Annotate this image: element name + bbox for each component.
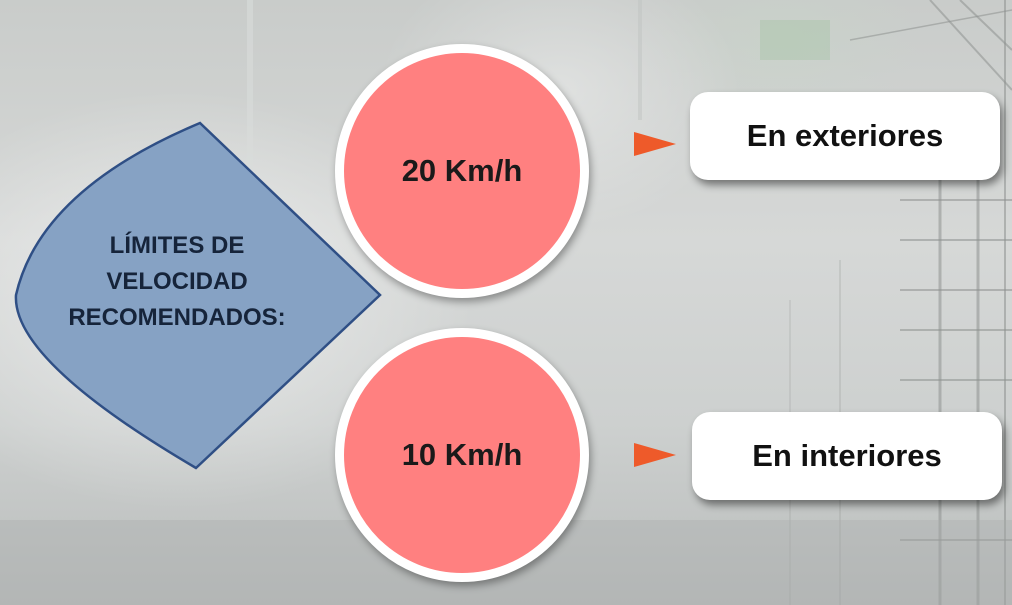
title-line-2: VELOCIDAD (106, 268, 248, 295)
location-box-outdoor: En exteriores (690, 92, 1000, 180)
arrow-right-icon (634, 443, 676, 467)
location-label-outdoor: En exteriores (746, 118, 944, 153)
location-box-indoor: En interiores (692, 412, 1002, 500)
speed-value-indoor: 10 Km/h (401, 437, 523, 472)
speed-circle-outdoor: 20 Km/h (335, 44, 589, 298)
speed-value-outdoor: 20 Km/h (401, 153, 523, 188)
title-line-1: LÍMITES DE (109, 232, 245, 259)
speed-limits-title: LÍMITES DE VELOCIDAD RECOMENDADOS: (22, 228, 332, 336)
location-label-indoor: En interiores (752, 438, 942, 473)
arrow-right-icon (634, 132, 676, 156)
speed-circle-indoor: 10 Km/h (335, 328, 589, 582)
title-line-3: RECOMENDADOS: (68, 304, 286, 331)
